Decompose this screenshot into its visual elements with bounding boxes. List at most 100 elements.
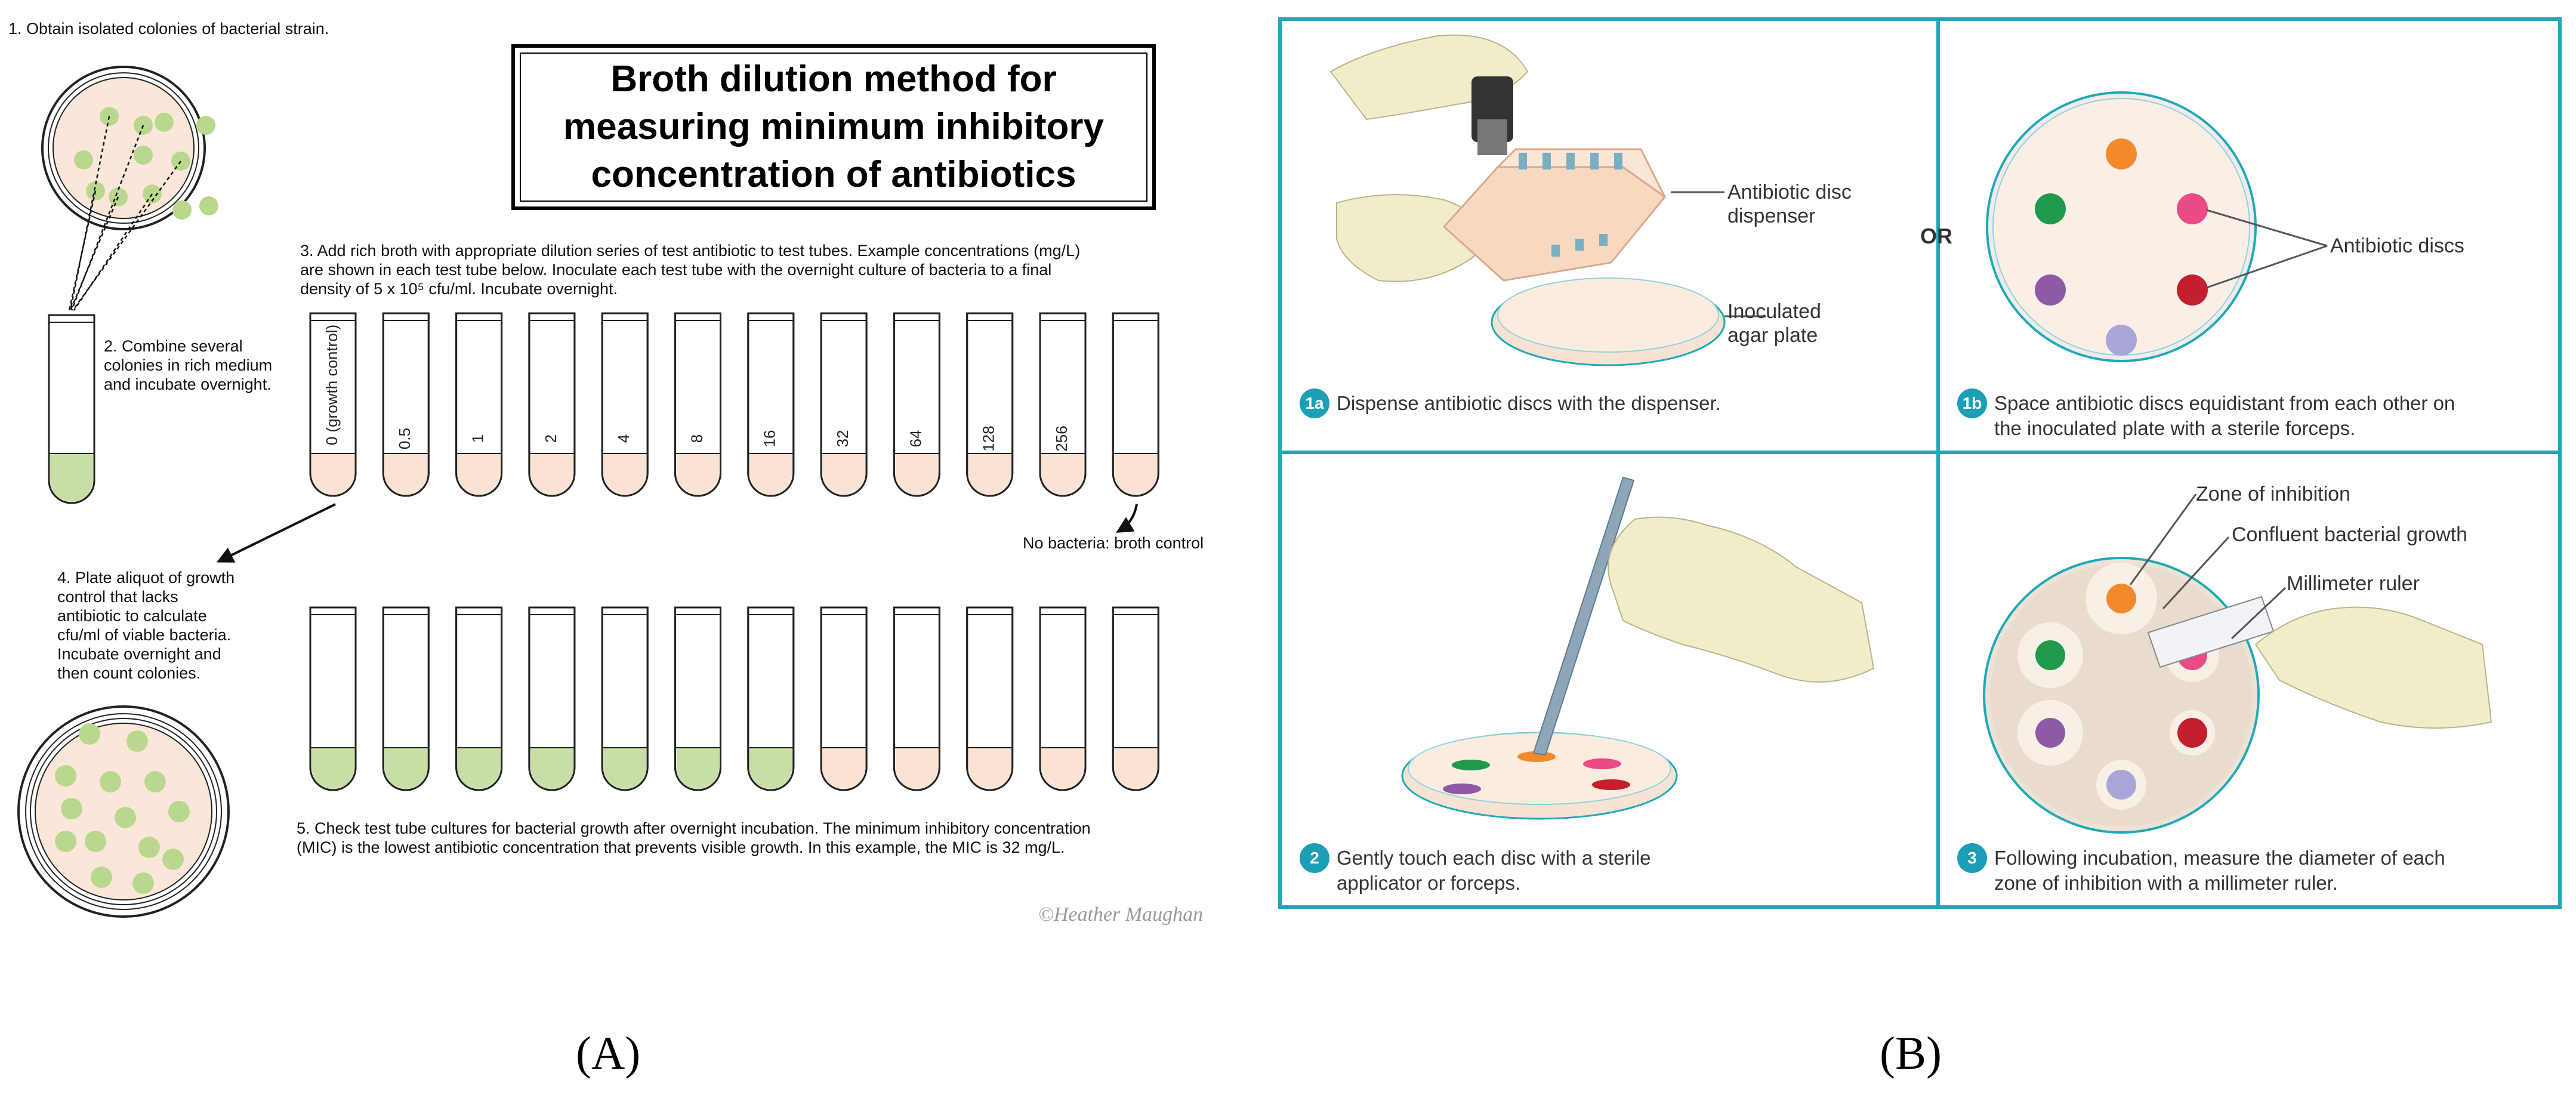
disc-green bbox=[2035, 193, 2066, 224]
confluent-growth-label: Confluent bacterial growth bbox=[2232, 523, 2468, 546]
colony-pick-lines bbox=[68, 116, 182, 311]
colony bbox=[138, 837, 160, 858]
tube-concentration-label: 256 bbox=[1053, 425, 1070, 451]
step-3-text: Following incubation, measure the diamet… bbox=[1994, 847, 2445, 894]
source-petri-dish bbox=[41, 66, 218, 311]
broth-control-label: No bacteria: broth control bbox=[1023, 534, 1204, 552]
test-tube: 32 bbox=[820, 312, 868, 497]
test-tube bbox=[455, 606, 503, 791]
antibiotic-discs-label: Antibiotic discs bbox=[2330, 235, 2464, 257]
colony bbox=[61, 798, 82, 819]
colony bbox=[132, 872, 154, 894]
test-tube bbox=[966, 606, 1014, 791]
or-label: OR bbox=[1920, 224, 1952, 248]
step-1b-text: Space antibiotic discs equidistant from … bbox=[1994, 392, 2455, 439]
colony bbox=[127, 730, 148, 752]
step-1a-text: Dispense antibiotic discs with the dispe… bbox=[1337, 392, 1721, 414]
test-tube: 4 bbox=[601, 312, 649, 497]
test-tube bbox=[1039, 606, 1087, 791]
disc-dispenser-illustration bbox=[1329, 34, 1766, 366]
colony bbox=[100, 771, 121, 792]
colony bbox=[199, 196, 218, 215]
colony bbox=[162, 849, 184, 870]
disc-red bbox=[2177, 274, 2208, 306]
test-tube: 128 bbox=[966, 312, 1014, 497]
panel-a-title-box: Broth dilution method for measuring mini… bbox=[511, 44, 1156, 210]
test-tube: 0 (growth control) bbox=[309, 312, 357, 497]
caption-a: (A) bbox=[576, 1027, 641, 1079]
zone-of-inhibition-label: Zone of inhibition bbox=[2196, 483, 2350, 505]
tube-concentration-label: 64 bbox=[906, 430, 924, 448]
tube-concentration-label: 4 bbox=[615, 434, 633, 443]
tube-concentration-label: 2 bbox=[542, 434, 560, 443]
dispenser-label: Antibiotic disc dispenser bbox=[1727, 181, 1852, 227]
colony bbox=[79, 723, 100, 745]
inoculated-plate-label: Inoculated agar plate bbox=[1727, 300, 1821, 347]
test-tube bbox=[309, 606, 357, 791]
tube-concentration-label: 32 bbox=[834, 430, 852, 448]
disc-pink bbox=[2177, 193, 2208, 224]
test-tube bbox=[1112, 606, 1159, 791]
panel-a-title: Broth dilution method for measuring mini… bbox=[520, 53, 1147, 202]
test-tube: 256 bbox=[1039, 312, 1087, 497]
panel-a-graphics: 0 (growth control) 0.5 1 2 4 8 16 32 64 128 256 bbox=[17, 66, 1159, 918]
test-tube: 8 bbox=[674, 312, 721, 497]
colony bbox=[85, 831, 106, 852]
colony bbox=[134, 146, 153, 165]
step-3-text: 3. Add rich broth with appropriate dilut… bbox=[300, 242, 1081, 298]
test-tube bbox=[601, 606, 649, 791]
tube-concentration-label: 128 bbox=[980, 425, 998, 451]
arrow-to-plate bbox=[216, 503, 336, 563]
step-2-text: 2. Combine several colonies in rich medi… bbox=[104, 337, 273, 393]
dilution-tubes-after bbox=[309, 606, 1159, 791]
test-tube bbox=[674, 606, 721, 791]
copyright-text: ©Heather Maughan bbox=[1038, 903, 1204, 926]
zone-measurement-illustration bbox=[1983, 494, 2492, 834]
tube-concentration-label: 0 (growth control) bbox=[323, 325, 341, 445]
colony bbox=[196, 116, 215, 135]
step-1a-badge: 1a bbox=[1300, 388, 1329, 418]
tube-concentration-label: 0.5 bbox=[396, 428, 414, 449]
test-tube bbox=[1112, 312, 1159, 497]
colony bbox=[168, 801, 190, 822]
colony bbox=[115, 807, 136, 828]
colony bbox=[172, 201, 192, 220]
test-tube bbox=[382, 606, 430, 791]
tube-concentration-label: 8 bbox=[687, 434, 705, 443]
test-tube bbox=[747, 606, 795, 791]
forceps-illustration bbox=[1401, 476, 1875, 820]
colony bbox=[144, 771, 166, 792]
test-tube bbox=[893, 606, 940, 791]
step-2-text-b: Gently touch each disc with a sterile ap… bbox=[1337, 847, 1651, 894]
test-tube: 16 bbox=[747, 312, 795, 497]
disc-lavender bbox=[2106, 325, 2137, 356]
count-petri-dish bbox=[17, 705, 230, 918]
plate-with-discs bbox=[1986, 91, 2328, 362]
test-tube: 2 bbox=[528, 312, 576, 497]
step-2-badge: 2 bbox=[1300, 843, 1329, 873]
overnight-culture-tube bbox=[48, 314, 95, 504]
tube-concentration-label: 1 bbox=[468, 434, 486, 443]
colony bbox=[55, 831, 76, 852]
test-tube bbox=[820, 606, 868, 791]
caption-b: (B) bbox=[1880, 1027, 1942, 1079]
panel-b-graphics bbox=[1278, 17, 2562, 909]
tube-concentration-label: 16 bbox=[761, 430, 779, 448]
step-4-text: 4. Plate aliquot of growth control that … bbox=[57, 569, 235, 682]
colony bbox=[74, 150, 93, 169]
dilution-tubes-before: 0 (growth control) 0.5 1 2 4 8 16 32 64 128 256 bbox=[309, 312, 1159, 497]
disc-orange bbox=[2106, 138, 2137, 169]
step-1b-badge: 1b bbox=[1957, 388, 1987, 418]
test-tube: 0.5 bbox=[382, 312, 430, 497]
step-3-badge: 3 bbox=[1957, 843, 1987, 873]
counted-colonies bbox=[55, 723, 190, 894]
millimeter-ruler-label: Millimeter ruler bbox=[2287, 572, 2420, 595]
colony bbox=[155, 113, 174, 132]
test-tube bbox=[528, 606, 576, 791]
step-5-text: 5. Check test tube cultures for bacteria… bbox=[297, 819, 1091, 856]
colony bbox=[55, 765, 76, 787]
disc-purple bbox=[2035, 274, 2066, 306]
test-tube: 64 bbox=[893, 312, 940, 497]
arrow-broth-control bbox=[1116, 504, 1138, 533]
